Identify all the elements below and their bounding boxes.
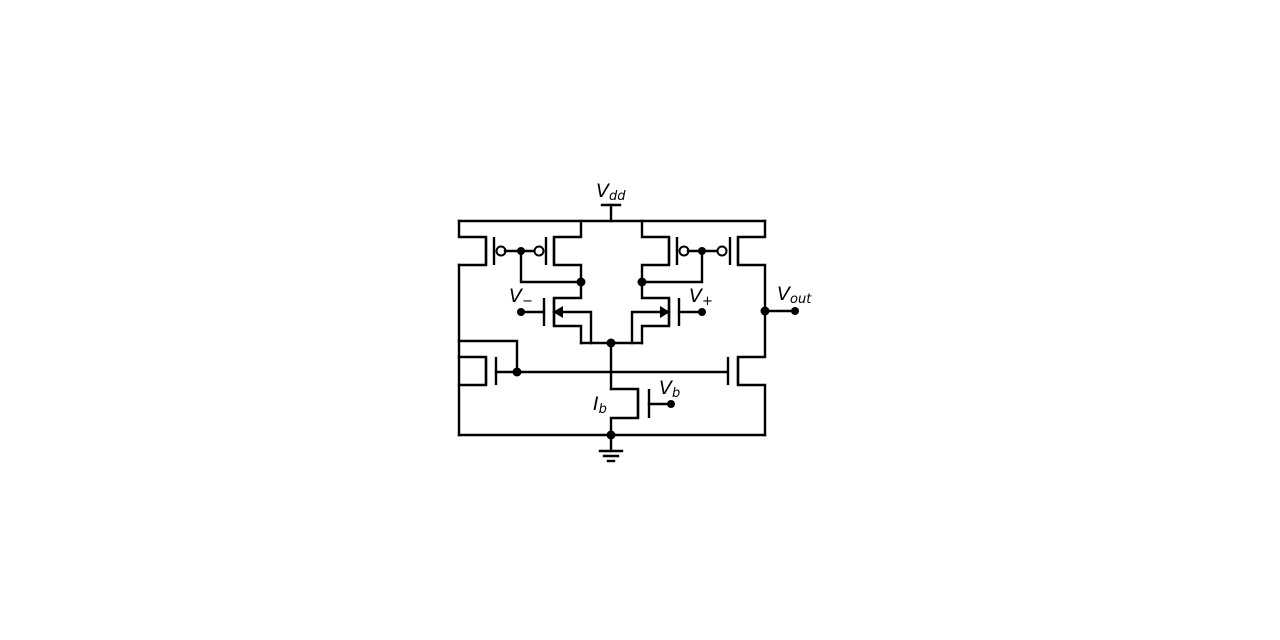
pmos-left-gate-tie xyxy=(517,247,586,287)
nmos-input-right xyxy=(630,280,706,345)
vb-label: Vb xyxy=(659,377,680,401)
vminus-label: V− xyxy=(509,285,533,309)
vdd-terminal xyxy=(600,203,622,223)
vout-label: Vout xyxy=(777,283,812,307)
nmos-tail-source xyxy=(609,387,675,437)
pmos-left-outer xyxy=(457,219,537,267)
pmos-right-outer xyxy=(716,219,767,313)
nmos-input-left xyxy=(517,280,593,345)
pmos-right-gate-tie xyxy=(637,247,706,287)
output-terminal xyxy=(760,306,799,316)
nmos-mirror-left xyxy=(457,263,729,437)
vdd-label: Vdd xyxy=(596,180,626,204)
pmos-left-inner xyxy=(533,219,583,284)
ground-icon xyxy=(598,449,624,463)
ib-label: Ib xyxy=(593,393,607,417)
pmos-right-inner xyxy=(640,219,720,284)
ground-rail xyxy=(457,430,767,453)
vplus-label: V+ xyxy=(689,285,713,309)
nmos-mirror-right xyxy=(726,309,767,437)
tail-node xyxy=(579,338,644,391)
